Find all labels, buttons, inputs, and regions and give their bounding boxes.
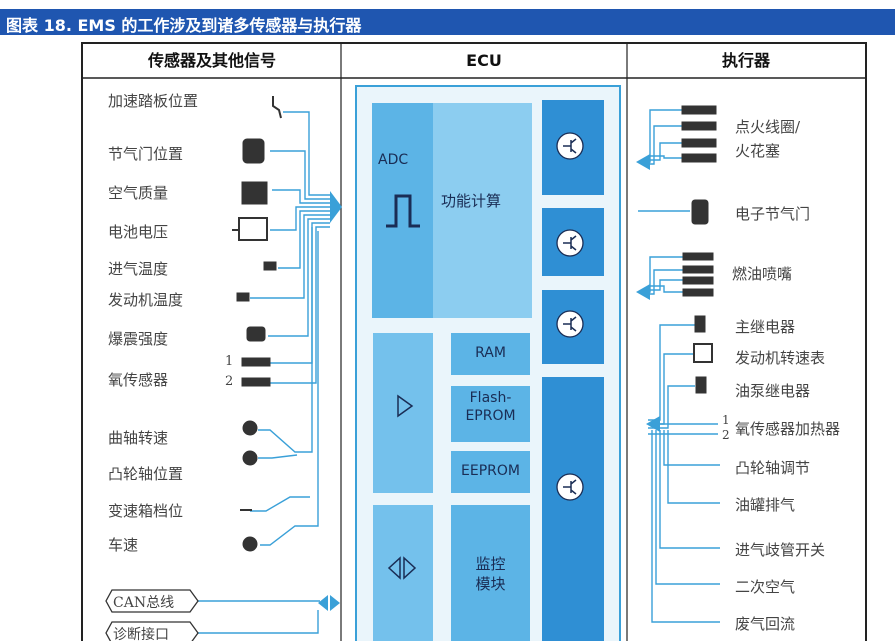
injector-icon (682, 265, 714, 274)
figure-title: 图表 18. EMS 的工作涉及到诸多传感器与执行器 (6, 16, 362, 35)
sensor-arrow (330, 191, 342, 223)
o2-sensor-icon (241, 357, 271, 367)
o2-heater-number: 1 (722, 413, 730, 427)
diagnostic-shape (105, 621, 199, 641)
actuator-label: 电子节气门 (735, 205, 811, 223)
monitor-label-2: 模块 (475, 575, 506, 593)
flash-block (451, 386, 530, 442)
sensor-label: 曲轴转速 (108, 429, 169, 447)
actuator-label: 油罐排气 (735, 496, 796, 514)
actuator-label: 凸轮轴调节 (735, 459, 811, 477)
diagram-frame (81, 42, 867, 641)
spark-plug-icon (681, 138, 717, 148)
o2-number: 2 (225, 374, 234, 389)
sensor-label: 凸轮轴位置 (108, 465, 184, 483)
sensor-label: 变速箱档位 (108, 502, 184, 520)
pulse-icon (386, 194, 420, 228)
function-calc-label: 功能计算 (441, 192, 502, 210)
tachometer-icon (693, 343, 713, 363)
throttle-actuator-icon (691, 199, 709, 225)
header-ecu: ECU (466, 51, 502, 70)
flash-label-2: EPROM (465, 408, 516, 424)
spark-plug-icon (681, 153, 717, 163)
right-triangle-icon (397, 394, 414, 418)
function-calc-block (433, 103, 532, 318)
actuator-wires (638, 109, 720, 623)
temp-sensor-icon (236, 292, 250, 302)
diagnostic-label: 诊断接口 (113, 627, 169, 643)
actuator-icons (681, 105, 717, 394)
actuator-label: 氧传感器加热器 (735, 420, 841, 438)
actuator-label: 火花塞 (735, 142, 781, 160)
ram-block (451, 333, 530, 375)
bus-arrow-block (373, 505, 433, 641)
injector-icon (682, 276, 714, 285)
air-mass-icon (241, 181, 268, 205)
actuator-label: 废气回流 (735, 615, 796, 633)
injector-icon (682, 252, 714, 261)
title-banner (0, 9, 895, 35)
o2-number: 1 (225, 354, 234, 369)
pump-relay-icon (695, 376, 707, 394)
sensor-label: 空气质量 (108, 184, 169, 202)
speed-gear-icon (242, 536, 258, 552)
crank-gear-icon (242, 420, 258, 436)
adc-label: ADC (378, 152, 409, 168)
sensor-label: 进气温度 (108, 260, 169, 278)
can-bus-label: CAN总线 (113, 595, 175, 611)
transistor-glyphs (563, 138, 577, 495)
left-triangle-icon (387, 556, 401, 580)
actuator-label: 发动机转速表 (735, 349, 826, 367)
monitor-label-1: 监控 (475, 555, 506, 573)
sensor-label: 电池电压 (108, 223, 169, 241)
sensor-label: 车速 (108, 536, 139, 554)
temp-sensor-icon (263, 261, 277, 271)
sensor-label: 氧传感器 (108, 371, 169, 389)
actuator-label: 点火线圈/ (735, 118, 801, 136)
actuator-label: 进气歧管开关 (735, 541, 826, 559)
actuator-label: 燃油喷嘴 (732, 265, 793, 283)
sensor-label: 加速踏板位置 (108, 92, 199, 110)
eeprom-block (451, 451, 530, 493)
o2-sensor-icon (241, 377, 271, 387)
header-sensors: 传感器及其他信号 (147, 51, 276, 70)
ram-label: RAM (475, 345, 506, 361)
right-triangle-icon (403, 556, 417, 580)
header-actuators: 执行器 (721, 51, 770, 70)
throttle-sensor-icon (242, 138, 265, 164)
spark-plug-icon (681, 105, 717, 115)
actuator-label: 二次空气 (735, 578, 796, 596)
ignition-arrow (636, 154, 650, 170)
pedal-icon (272, 96, 282, 119)
eeprom-label: EEPROM (461, 463, 520, 479)
can-arrow-left (318, 595, 328, 611)
spark-plug-icon (681, 121, 717, 131)
flash-label-1: Flash- (469, 390, 512, 406)
battery-icon (238, 217, 268, 241)
can-bus-shape (105, 589, 199, 613)
relay-arrow (646, 416, 660, 432)
driver-block-4 (542, 377, 604, 641)
can-arrow-right (330, 595, 340, 611)
monitor-block (451, 505, 530, 641)
injector-icon (682, 288, 714, 297)
o2-heater-number: 2 (722, 428, 730, 442)
sensor-label: 爆震强度 (108, 330, 169, 348)
knock-sensor-icon (246, 326, 266, 342)
sensor-wires (198, 111, 330, 634)
sensor-icons (232, 96, 282, 552)
sensor-label: 节气门位置 (108, 145, 184, 163)
cam-gear-icon (242, 450, 258, 466)
actuator-label: 油泵继电器 (735, 382, 811, 400)
relay-icon (694, 315, 706, 333)
actuator-label: 主继电器 (735, 318, 796, 336)
injector-arrow (636, 284, 650, 300)
sensor-label: 发动机温度 (108, 291, 184, 309)
